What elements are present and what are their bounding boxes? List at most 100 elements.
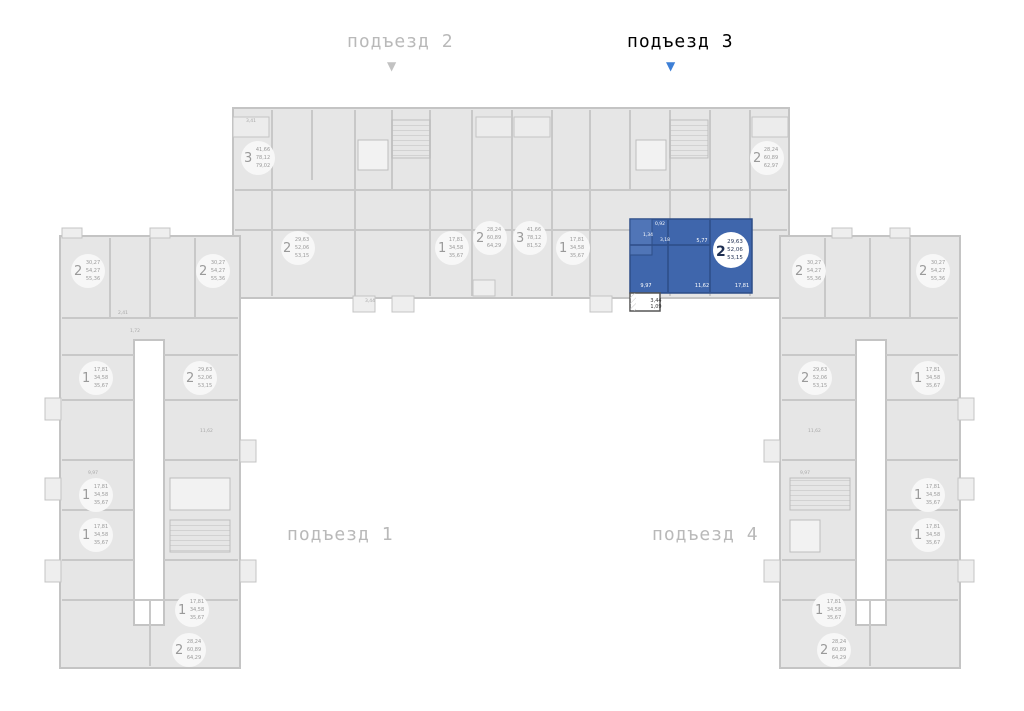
svg-text:35,67: 35,67 — [190, 615, 204, 621]
svg-text:9,97: 9,97 — [800, 470, 810, 476]
svg-text:55,36: 55,36 — [86, 276, 100, 282]
svg-text:17,81: 17,81 — [94, 484, 108, 490]
svg-text:29,63: 29,63 — [727, 239, 743, 245]
entrance-4-label[interactable]: подъезд 4 — [652, 524, 759, 545]
svg-text:17,81: 17,81 — [827, 599, 841, 605]
svg-text:64,29: 64,29 — [832, 655, 846, 661]
svg-text:2: 2 — [716, 244, 726, 260]
svg-text:30,27: 30,27 — [86, 260, 100, 266]
svg-text:30,27: 30,27 — [807, 260, 821, 266]
top-wing: 3 41,66 78,12 79,02 2 29,63 52,06 53,15 … — [232, 107, 790, 313]
apartment-info-top-7[interactable]: 2 28,24 60,89 62,97 — [750, 141, 784, 175]
svg-text:3,41: 3,41 — [246, 118, 256, 124]
svg-text:60,89: 60,89 — [187, 647, 201, 653]
svg-text:5,77: 5,77 — [696, 238, 707, 244]
right-wing: 2 30,27 54,27 55,36 2 30,27 54,27 55,36 … — [763, 227, 975, 669]
svg-text:1: 1 — [82, 488, 90, 503]
apartment-info-right-7[interactable]: 1 17,81 34,58 35,67 — [812, 593, 846, 627]
svg-text:55,36: 55,36 — [211, 276, 225, 282]
entrance-2-label[interactable]: подъезд 2 — [347, 31, 454, 52]
svg-text:17,81: 17,81 — [735, 283, 749, 289]
svg-text:78,12: 78,12 — [527, 235, 541, 241]
apartment-info-top-6[interactable]: 1 17,81 34,58 35,67 — [556, 231, 590, 265]
svg-text:34,58: 34,58 — [190, 607, 204, 613]
svg-text:34,58: 34,58 — [827, 607, 841, 613]
svg-text:53,15: 53,15 — [813, 383, 827, 389]
apartment-info-right-2[interactable]: 2 30,27 54,27 55,36 — [916, 254, 950, 288]
svg-text:11,62: 11,62 — [695, 283, 709, 289]
entrance-3-label[interactable]: подъезд 3 — [627, 31, 734, 52]
svg-text:2: 2 — [186, 371, 194, 386]
apartment-info-left-7[interactable]: 1 17,81 34,58 35,67 — [175, 593, 209, 627]
selected-apartment[interactable]: 3,44 1,09 2 29,63 52,06 53,15 9,97 11,62… — [629, 218, 753, 312]
svg-text:2,41: 2,41 — [118, 310, 128, 316]
svg-text:53,15: 53,15 — [295, 253, 309, 259]
svg-text:64,29: 64,29 — [187, 655, 201, 661]
svg-text:2: 2 — [175, 643, 183, 658]
svg-text:35,67: 35,67 — [94, 540, 108, 546]
svg-text:62,97: 62,97 — [764, 163, 778, 169]
apartment-info-right-8[interactable]: 2 28,24 60,89 64,29 — [817, 633, 851, 667]
svg-text:17,81: 17,81 — [570, 237, 584, 243]
apartment-info-left-4[interactable]: 2 29,63 52,06 53,15 — [183, 361, 217, 395]
svg-text:35,67: 35,67 — [926, 500, 940, 506]
svg-text:3,44: 3,44 — [365, 298, 375, 304]
svg-text:2: 2 — [476, 231, 484, 246]
apartment-info-left-2[interactable]: 2 30,27 54,27 55,36 — [196, 254, 230, 288]
svg-text:17,81: 17,81 — [926, 484, 940, 490]
svg-text:2: 2 — [199, 264, 207, 279]
apartment-info-right-6[interactable]: 1 17,81 34,58 35,67 — [911, 518, 945, 552]
svg-text:28,24: 28,24 — [832, 639, 846, 645]
apartment-info-top-2[interactable]: 2 29,63 52,06 53,15 — [281, 231, 315, 265]
svg-text:3: 3 — [516, 231, 524, 246]
svg-text:3: 3 — [244, 151, 252, 166]
svg-text:17,81: 17,81 — [94, 367, 108, 373]
svg-text:2: 2 — [753, 151, 761, 166]
apartment-info-right-4[interactable]: 1 17,81 34,58 35,67 — [911, 361, 945, 395]
down-arrow-icon: ▼ — [666, 59, 676, 73]
svg-text:2: 2 — [820, 643, 828, 658]
svg-text:34,58: 34,58 — [449, 245, 463, 251]
apartment-info-right-1[interactable]: 2 30,27 54,27 55,36 — [792, 254, 826, 288]
down-arrow-icon: ▼ — [387, 59, 397, 73]
svg-text:52,06: 52,06 — [295, 245, 309, 251]
apartment-info-left-3[interactable]: 1 17,81 34,58 35,67 — [79, 361, 113, 395]
svg-text:54,27: 54,27 — [86, 268, 100, 274]
left-wing: 2 30,27 54,27 55,36 2 30,27 54,27 55,36 … — [44, 227, 257, 669]
svg-text:2: 2 — [919, 264, 927, 279]
svg-text:28,24: 28,24 — [187, 639, 201, 645]
svg-text:1: 1 — [178, 603, 186, 618]
svg-text:1: 1 — [82, 528, 90, 543]
svg-text:1: 1 — [914, 528, 922, 543]
apartment-info-top-4[interactable]: 2 28,24 60,89 64,29 — [473, 221, 507, 255]
svg-text:2: 2 — [74, 264, 82, 279]
svg-text:52,06: 52,06 — [198, 375, 212, 381]
svg-text:1: 1 — [914, 488, 922, 503]
svg-text:54,27: 54,27 — [807, 268, 821, 274]
svg-text:35,67: 35,67 — [926, 540, 940, 546]
apartment-info-left-1[interactable]: 2 30,27 54,27 55,36 — [71, 254, 105, 288]
apartment-info-right-5[interactable]: 1 17,81 34,58 35,67 — [911, 478, 945, 512]
svg-text:35,67: 35,67 — [94, 500, 108, 506]
svg-text:54,27: 54,27 — [211, 268, 225, 274]
svg-text:1,34: 1,34 — [643, 232, 653, 238]
apartment-info-top-1[interactable]: 3 41,66 78,12 79,02 — [241, 141, 275, 175]
area-labels: 3,41 3,44 2,41 1,72 9,97 9,97 11,62 11,6… — [88, 118, 821, 476]
apartment-info-top-3[interactable]: 1 17,81 34,58 35,67 — [435, 231, 469, 265]
entrance-1-label[interactable]: подъезд 1 — [287, 524, 394, 545]
svg-text:34,58: 34,58 — [94, 492, 108, 498]
svg-text:35,67: 35,67 — [570, 253, 584, 259]
apartment-info-left-5[interactable]: 1 17,81 34,58 35,67 — [79, 478, 113, 512]
svg-text:2: 2 — [795, 264, 803, 279]
svg-text:9,97: 9,97 — [640, 283, 651, 289]
apartment-info-right-3[interactable]: 2 29,63 52,06 53,15 — [798, 361, 832, 395]
svg-text:1: 1 — [82, 371, 90, 386]
svg-text:34,58: 34,58 — [926, 375, 940, 381]
svg-text:60,89: 60,89 — [832, 647, 846, 653]
apartment-info-left-6[interactable]: 1 17,81 34,58 35,67 — [79, 518, 113, 552]
apartment-info-left-8[interactable]: 2 28,24 60,89 64,29 — [172, 633, 206, 667]
apartment-info-top-5[interactable]: 3 41,66 78,12 81,52 — [513, 221, 547, 255]
svg-text:60,89: 60,89 — [487, 235, 501, 241]
svg-text:35,67: 35,67 — [926, 383, 940, 389]
